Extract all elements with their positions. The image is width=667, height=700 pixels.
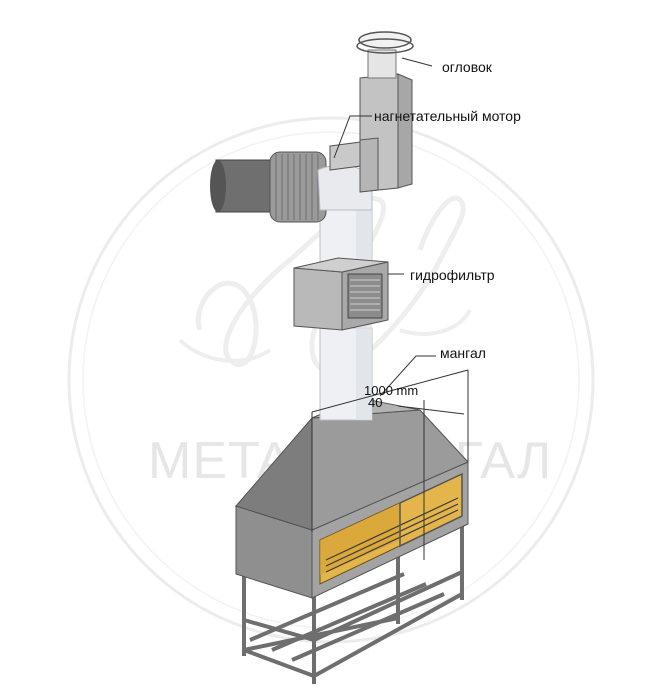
grill-grate	[325, 497, 459, 573]
stand-rail-bottom-side	[313, 592, 463, 678]
stand-rail-shelf-2	[271, 582, 427, 652]
watermark-ring-inner	[82, 131, 580, 629]
stand-rail-bottom-front	[243, 648, 315, 678]
leader-motor	[333, 115, 372, 159]
hydrofilter-top	[293, 257, 389, 273]
grill-body	[234, 397, 469, 599]
upper-duct-step	[359, 137, 379, 193]
hydrofilter-grille-lines	[350, 279, 380, 311]
leader-lines	[333, 57, 436, 397]
cap-rim	[356, 38, 414, 54]
dimension-lines	[311, 369, 469, 560]
blower-motor	[210, 73, 413, 223]
upper-duct-side	[397, 73, 413, 189]
hydrofilter	[293, 257, 389, 331]
grill-firebox-frame	[399, 472, 463, 548]
leader-grill	[379, 355, 436, 397]
stand-rail-shelf-5	[313, 570, 463, 642]
hydrofilter-grille	[347, 273, 383, 319]
motor-end	[210, 160, 226, 212]
label-motor: нагнетательный мотор	[374, 108, 521, 124]
dim-line-width	[311, 369, 469, 413]
cap-top	[358, 31, 412, 49]
dim-line-depth	[397, 405, 465, 415]
leader-cap	[401, 57, 433, 67]
stand-frame	[242, 520, 464, 684]
label-grill: мангал	[440, 345, 486, 361]
chimney-cap	[356, 31, 414, 79]
label-filter: гидрофильтр	[410, 267, 495, 283]
grill-firebox-shade	[320, 503, 400, 575]
dimension-width: 1000 mm	[364, 383, 418, 398]
watermark-monogram-b	[178, 308, 472, 363]
watermark-monogram	[196, 195, 466, 374]
label-cap: огловок	[442, 59, 493, 75]
motor-duct-ribs	[275, 154, 319, 220]
stand-rail-shelf-4	[243, 618, 315, 642]
cap-neck	[367, 49, 397, 79]
hydrofilter-front	[293, 267, 343, 331]
dimension-depth: 40	[368, 395, 382, 410]
stand-rail-shelf-3	[291, 592, 445, 662]
